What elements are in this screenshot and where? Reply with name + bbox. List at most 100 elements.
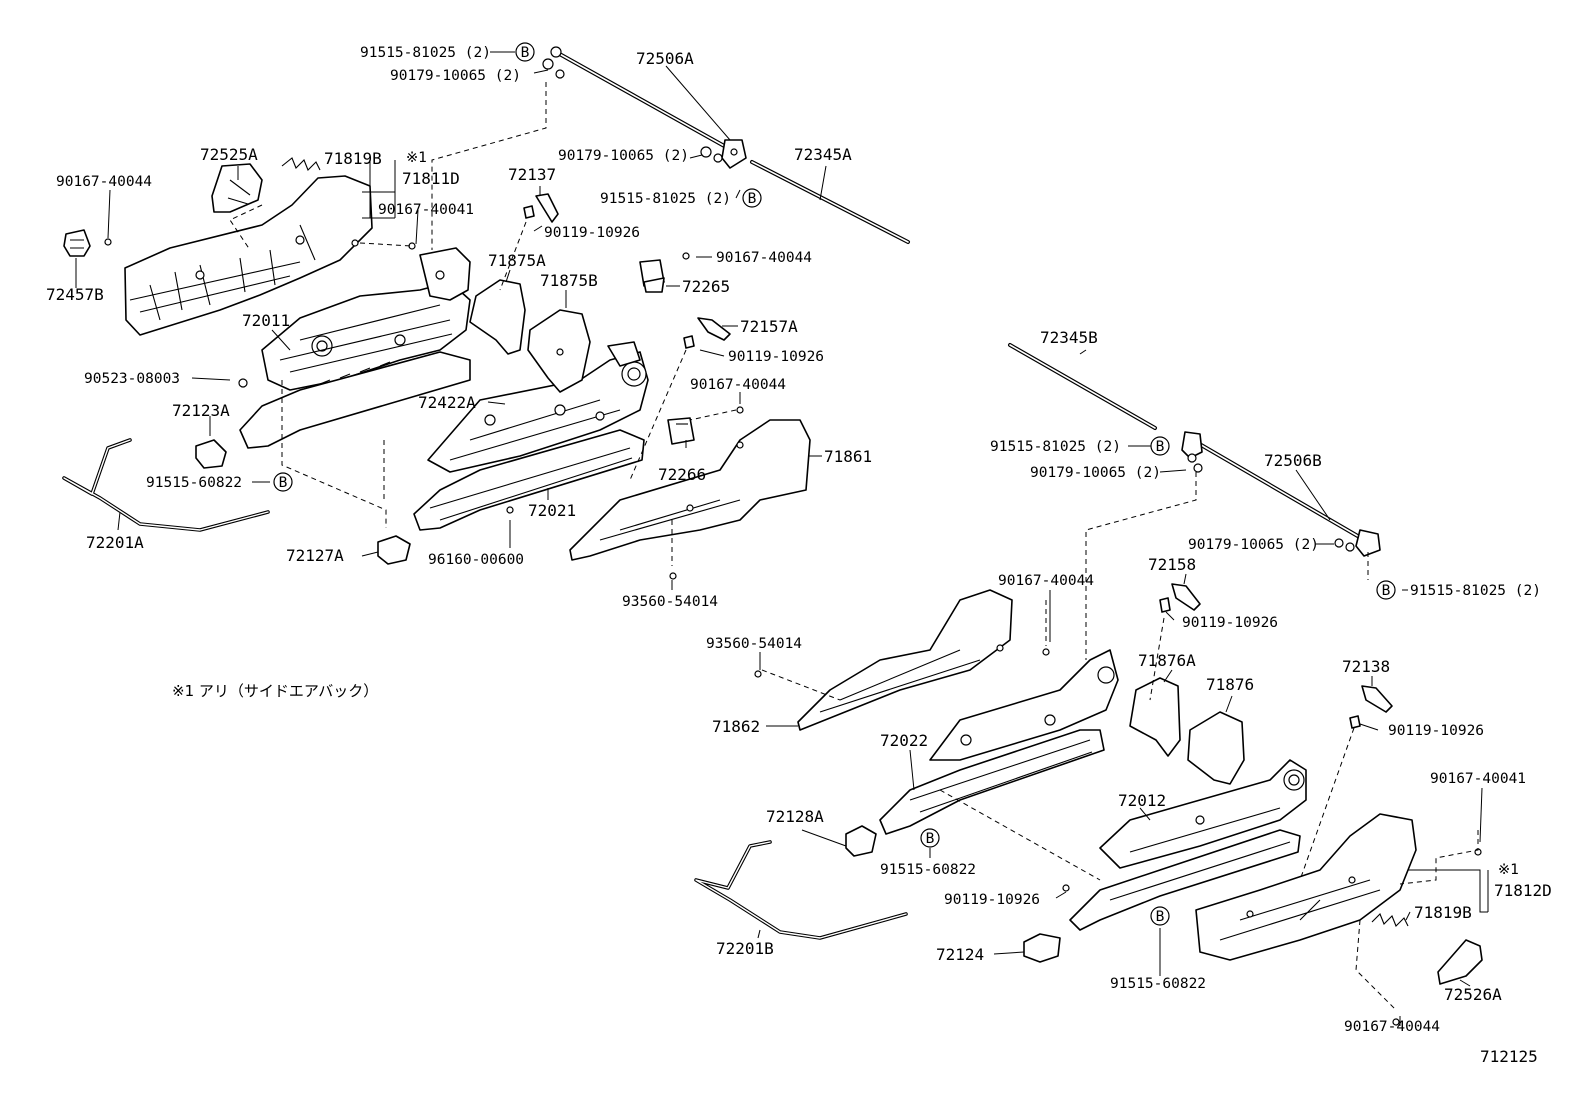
seat-cover-71812D — [1195, 813, 1417, 961]
part-label: 72422A — [418, 393, 476, 412]
part-label: 71862 — [712, 717, 760, 736]
part-label: 90179-10065 (2) — [390, 68, 521, 84]
part-label: 72266 — [658, 465, 706, 484]
track-72022 — [879, 649, 1119, 835]
part-label: 72123A — [172, 401, 230, 420]
part-label: 91515-81025 (2) — [990, 439, 1121, 455]
cover-72127A — [377, 535, 411, 565]
part-label: 93560-54014 — [706, 636, 802, 652]
bracket-72422A — [427, 341, 649, 473]
ref-b: B — [1382, 583, 1391, 599]
ref-b: B — [1156, 439, 1165, 455]
part-label: 90167-40044 — [690, 377, 786, 393]
part-label: 72506A — [636, 49, 694, 68]
dashed-connectors — [229, 82, 1479, 1011]
ref-b: B — [748, 191, 757, 207]
part-label: 91515-81025 (2) — [360, 45, 491, 61]
block-72265 — [639, 259, 665, 293]
ref-b: B — [926, 831, 935, 847]
cover-72123A — [195, 439, 227, 469]
part-label: 72021 — [528, 501, 576, 520]
shield-71861 — [569, 419, 811, 561]
cover-71875A — [469, 279, 526, 355]
seat-adjuster-72011 — [261, 247, 471, 391]
part-label: 90167-40044 — [56, 174, 152, 190]
part-label: 72158 — [1148, 555, 1196, 574]
part-label: 90179-10065 (2) — [558, 148, 689, 164]
part-label: 72012 — [1118, 791, 1166, 810]
ref-b-markers: B B B B B B B — [273, 42, 1396, 926]
part-label: 72265 — [682, 277, 730, 296]
part-label: 72457B — [46, 285, 104, 304]
part-label: 71876A — [1138, 651, 1196, 670]
ref-b: B — [1156, 909, 1165, 925]
rod-72345A — [750, 160, 910, 244]
cover-71876A — [1129, 677, 1181, 757]
part-label: 96160-00600 — [428, 552, 524, 568]
bolts-left — [104, 238, 744, 580]
part-label: 90167-40041 — [1430, 771, 1526, 787]
seat-cover-71811D — [124, 175, 373, 336]
part-label: 72201B — [716, 939, 774, 958]
part-label: 72525A — [200, 145, 258, 164]
part-label: 72127A — [286, 546, 344, 565]
asterisk-mark: ※1 — [406, 150, 427, 166]
part-label: 72157A — [740, 317, 798, 336]
wire-72201A — [62, 438, 270, 532]
part-label: 91515-60822 — [1110, 976, 1206, 992]
rod-72506B — [1181, 431, 1381, 557]
part-label: 91515-81025 (2) — [600, 191, 731, 207]
part-label: 71875B — [540, 271, 598, 290]
asterisk-mark: ※1 — [1498, 862, 1519, 878]
part-label: 72345B — [1040, 328, 1098, 347]
part-label: 90179-10065 (2) — [1030, 465, 1161, 481]
part-label: 72345A — [794, 145, 852, 164]
shield-71862 — [797, 589, 1013, 731]
part-label: 90119-10926 — [544, 225, 640, 241]
part-label: 93560-54014 — [622, 594, 718, 610]
part-label: 90167-40044 — [716, 250, 812, 266]
rod-72345B — [1008, 343, 1157, 430]
part-label: 72128A — [766, 807, 824, 826]
part-labels: 91515-81025 (2) 90179-10065 (2) 72506A 9… — [46, 45, 1552, 1066]
part-label: 90179-10065 (2) — [1188, 537, 1319, 553]
part-label: 72022 — [880, 731, 928, 750]
track-72021 — [239, 351, 645, 531]
cover-71875B — [527, 309, 591, 393]
wire-72201B — [694, 840, 908, 940]
spring-71819B-left — [281, 157, 321, 171]
seat-adjuster-72012 — [1069, 759, 1307, 931]
ref-b: B — [279, 475, 288, 491]
bolts-right — [754, 648, 1482, 1026]
part-label: 91515-81025 (2) — [1410, 583, 1541, 599]
part-label: 72526A — [1444, 985, 1502, 1004]
clip-72157A — [683, 317, 731, 349]
part-label: 71812D — [1494, 881, 1552, 900]
part-label: 71875A — [488, 251, 546, 270]
clip-72137 — [523, 193, 559, 223]
part-label: 72138 — [1342, 657, 1390, 676]
part-label: 90167-40044 — [998, 573, 1094, 589]
diagram-code: 712125 — [1480, 1047, 1538, 1066]
part-label: 90167-40044 — [1344, 1019, 1440, 1035]
part-label: 71811D — [402, 169, 460, 188]
part-label: 71861 — [824, 447, 872, 466]
part-label: 90119-10926 — [944, 892, 1040, 908]
part-label: 90119-10926 — [1182, 615, 1278, 631]
part-label: 91515-60822 — [880, 862, 976, 878]
rod-72506A — [550, 46, 747, 169]
part-label: 72506B — [1264, 451, 1322, 470]
footnote: ※1 アリ（サイドエアバック） — [172, 682, 378, 700]
ref-b: B — [521, 45, 530, 61]
part-label: 91515-60822 — [146, 475, 242, 491]
clip-72158 — [1159, 583, 1201, 613]
cover-72128A — [845, 825, 877, 857]
cover-72525A — [211, 163, 263, 213]
part-label: 71819B — [324, 149, 382, 168]
block-72266 — [667, 417, 695, 445]
clip-72138 — [1349, 685, 1393, 729]
part-label: 72011 — [242, 311, 290, 330]
cover-72526A — [1437, 939, 1483, 985]
part-label: 72201A — [86, 533, 144, 552]
